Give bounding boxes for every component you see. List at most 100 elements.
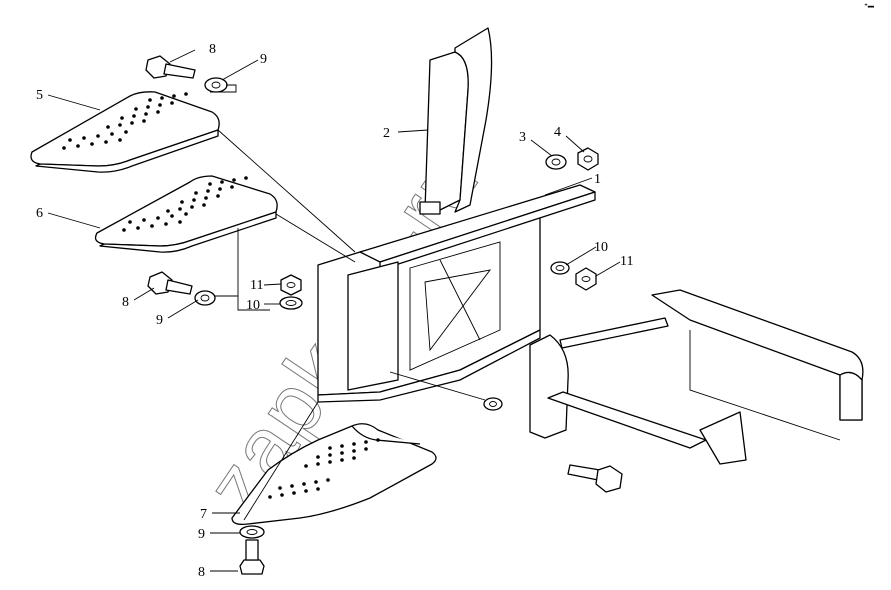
washer-3 [545, 154, 567, 170]
bolt-8-bottom [239, 539, 265, 575]
plate-hole [142, 218, 146, 222]
plate-hole [304, 464, 308, 468]
plate-hole [166, 209, 170, 213]
plate-hole [178, 220, 182, 224]
plate-hole [118, 123, 122, 127]
nut-11-left [280, 274, 302, 296]
plate-hole [142, 119, 146, 123]
callout-5: 5 [36, 88, 43, 103]
plate-hole [208, 182, 212, 186]
plate-holes [62, 92, 380, 499]
plate-hole [230, 185, 234, 189]
plate-hole [280, 493, 284, 497]
vertical-post [419, 27, 493, 215]
plate-hole [90, 142, 94, 146]
plate-hole [340, 458, 344, 462]
callout-7: 7 [200, 507, 207, 522]
plate-hole [326, 478, 330, 482]
plate-hole [316, 462, 320, 466]
plate-hole [110, 132, 114, 136]
plate-hole [352, 456, 356, 460]
plate-hole [170, 101, 174, 105]
plate-hole [304, 489, 308, 493]
washer-lower [483, 397, 503, 411]
plate-hole [244, 176, 248, 180]
plate-hole [328, 446, 332, 450]
plate-hole [328, 453, 332, 457]
plate-hole [194, 191, 198, 195]
plate-hole [340, 451, 344, 455]
corner-mark: ᐩ━ [864, 2, 875, 13]
plate-hole [146, 105, 150, 109]
washer-9-bottom [239, 525, 265, 539]
plate-hole [184, 212, 188, 216]
leader-lines [47, 49, 621, 572]
callout-3: 3 [519, 130, 526, 145]
plate-hole [170, 214, 174, 218]
plate-hole [202, 203, 206, 207]
callout-6: 6 [36, 206, 43, 221]
bolt-8-top [145, 55, 196, 79]
plate-hole [106, 125, 110, 129]
plate-hole [118, 138, 122, 142]
step-plate-middle [94, 175, 278, 253]
callout-numbers: 8 9 5 2 3 4 1 6 10 11 11 10 8 9 7 9 8 [36, 42, 633, 580]
plate-hole [292, 491, 296, 495]
plate-hole [178, 207, 182, 211]
callout-1: 1 [594, 172, 601, 187]
plate-hole [136, 226, 140, 230]
plate-hole [62, 146, 66, 150]
callout-11: 11 [620, 254, 633, 269]
plate-hole [128, 220, 132, 224]
plate-hole [206, 189, 210, 193]
plate-hole [82, 136, 86, 140]
callout-9: 9 [260, 52, 267, 67]
plate-hole [148, 98, 152, 102]
plate-hole [352, 449, 356, 453]
plate-hole [132, 114, 136, 118]
plate-hole [364, 440, 368, 444]
plate-hole [278, 486, 282, 490]
washer-9-top [204, 77, 228, 93]
plate-hole [376, 438, 380, 442]
plate-hole [232, 178, 236, 182]
callout-9: 9 [156, 313, 163, 328]
plate-hole [340, 444, 344, 448]
plate-hole [130, 121, 134, 125]
plate-hole [328, 460, 332, 464]
cradle-frame [529, 289, 864, 465]
plate-hole [96, 134, 100, 138]
plate-hole [192, 198, 196, 202]
plate-hole [190, 205, 194, 209]
nut-4 [577, 147, 599, 171]
plate-hole [364, 447, 368, 451]
plate-hole [268, 495, 272, 499]
plate-hole [316, 487, 320, 491]
plate-hole [122, 228, 126, 232]
plate-hole [160, 96, 164, 100]
callout-8: 8 [209, 42, 216, 57]
plate-hole [150, 224, 154, 228]
plate-hole [216, 194, 220, 198]
plate-hole [314, 480, 318, 484]
plate-hole [290, 484, 294, 488]
washer-10-right [550, 261, 570, 275]
plate-hole [180, 200, 184, 204]
plate-hole [158, 103, 162, 107]
nut-11-right [575, 267, 597, 291]
callout-8: 8 [122, 295, 129, 310]
step-plate-lower [231, 423, 437, 526]
plate-hole [184, 92, 188, 96]
main-frame [317, 184, 596, 403]
plate-hole [316, 455, 320, 459]
bolt-right [567, 464, 623, 493]
plate-hole [76, 144, 80, 148]
washer-9-middle [194, 290, 216, 306]
callout-2: 2 [383, 126, 390, 141]
bolt-8-middle [147, 271, 193, 295]
plate-hole [172, 94, 176, 98]
plate-hole [120, 116, 124, 120]
plate-hole [104, 140, 108, 144]
plate-hole [164, 222, 168, 226]
